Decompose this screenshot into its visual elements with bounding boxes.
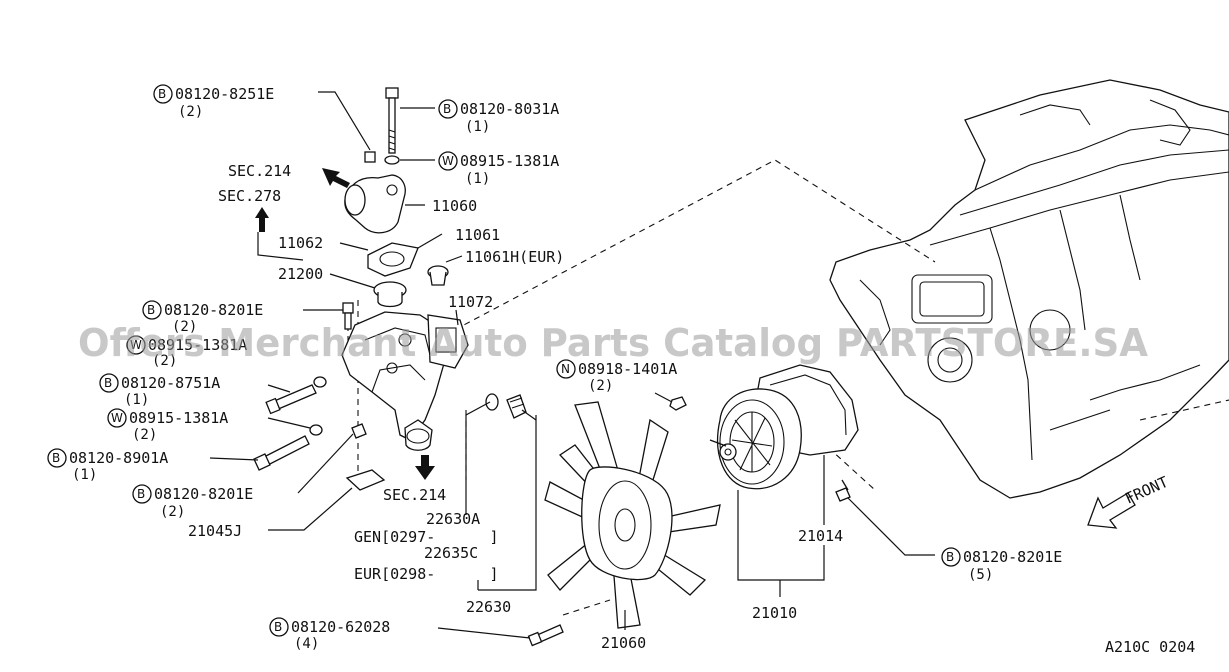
qty-08120-8201E-b: (2) bbox=[160, 504, 185, 520]
label-eur-range: EUR[0298- ] bbox=[354, 565, 499, 583]
callout-08120-8201E-c: 08120-8201E bbox=[963, 548, 1062, 566]
label-gen-range: GEN[0297- ] bbox=[354, 528, 499, 546]
label-sec214-top: SEC.214 bbox=[228, 162, 291, 180]
qty-08120-8201E-a: (2) bbox=[172, 319, 197, 335]
callout-08120-8751A: 08120-8751A bbox=[121, 374, 220, 392]
label-11062: 11062 bbox=[278, 234, 323, 252]
label-11060: 11060 bbox=[432, 197, 477, 215]
prefix-n-1401A: N bbox=[561, 362, 570, 376]
callout-08120-8031A: 08120-8031A bbox=[460, 100, 559, 118]
part-number-labels: SEC.214 SEC.278 11060 11061 11062 11061H… bbox=[188, 162, 1195, 656]
label-21200: 21200 bbox=[278, 265, 323, 283]
engine-block-drawing bbox=[829, 79, 1229, 499]
callout-08915-1381A-top: 08915-1381A bbox=[460, 152, 559, 170]
callout-08120-62028: 08120-62028 bbox=[291, 618, 390, 636]
qty-08120-62028: (4) bbox=[294, 636, 319, 652]
label-sec214-bottom: SEC.214 bbox=[383, 486, 446, 504]
direction-arrows bbox=[255, 168, 1136, 529]
prefix-w-1381A-mid: W bbox=[130, 338, 142, 352]
callout-labels: 08120-8251E (2) 08120-8031A (1) 08915-13… bbox=[69, 85, 1062, 652]
label-sec278: SEC.278 bbox=[218, 187, 281, 205]
label-21014: 21014 bbox=[798, 527, 843, 545]
prefix-b-62028: B bbox=[274, 620, 282, 634]
qty-08915-1381A-top: (1) bbox=[465, 171, 490, 187]
qty-08120-8251E: (2) bbox=[178, 104, 203, 120]
qty-08915-1381A-mid: (2) bbox=[152, 353, 177, 369]
watermark-text: Offers Merchant Auto Parts Catalog PARTS… bbox=[78, 321, 1149, 365]
label-21045J: 21045J bbox=[188, 522, 242, 540]
cooling-fan-drawing bbox=[527, 401, 721, 647]
diagram-code: A210C 0204 bbox=[1105, 638, 1195, 656]
prefix-b-8031A: B bbox=[443, 102, 451, 116]
callout-08915-1381A-mid: 08915-1381A bbox=[148, 336, 247, 354]
leader-lines bbox=[209, 91, 935, 639]
thermostat-housing-parts bbox=[253, 87, 527, 491]
arrow-front bbox=[1087, 492, 1136, 529]
qty-08120-8201E-c: (5) bbox=[968, 567, 993, 583]
label-22635C: 22635C bbox=[424, 544, 478, 562]
callout-08120-8901A: 08120-8901A bbox=[69, 449, 168, 467]
prefix-b-8751A: B bbox=[104, 376, 112, 390]
label-front: FRONT bbox=[1122, 473, 1171, 508]
label-11072: 11072 bbox=[448, 293, 493, 311]
label-21010: 21010 bbox=[752, 604, 797, 622]
circled-prefixes: B B W B W B W B B N B B bbox=[47, 84, 961, 637]
prefix-b-8201E-c: B bbox=[946, 550, 954, 564]
label-22630: 22630 bbox=[466, 598, 511, 616]
label-11061: 11061 bbox=[455, 226, 500, 244]
arrow-sec214-top bbox=[322, 168, 350, 188]
prefix-w-1381A-top: W bbox=[442, 154, 454, 168]
prefix-b-8901A: B bbox=[52, 451, 60, 465]
qty-08918-1401A: (2) bbox=[588, 378, 613, 394]
arrow-sec278 bbox=[255, 207, 269, 232]
prefix-b-8201E-a: B bbox=[147, 303, 155, 317]
callout-08120-8201E-a: 08120-8201E bbox=[164, 301, 263, 319]
prefix-b-8251E: B bbox=[158, 87, 166, 101]
qty-08120-8751A: (1) bbox=[124, 392, 149, 408]
water-pump-drawing bbox=[669, 364, 859, 502]
callout-08918-1401A: 08918-1401A bbox=[578, 360, 677, 378]
arrow-sec214-bottom bbox=[415, 455, 435, 480]
callout-08915-1381A-low: 08915-1381A bbox=[129, 409, 228, 427]
qty-08120-8031A: (1) bbox=[465, 119, 490, 135]
callout-08120-8201E-b: 08120-8201E bbox=[154, 485, 253, 503]
prefix-b-8201E-b: B bbox=[137, 487, 145, 501]
qty-08120-8901A: (1) bbox=[72, 467, 97, 483]
label-21060: 21060 bbox=[601, 634, 646, 652]
prefix-w-1381A-low: W bbox=[111, 411, 123, 425]
callout-08120-8251E: 08120-8251E bbox=[175, 85, 274, 103]
label-11061H: 11061H(EUR) bbox=[465, 248, 564, 266]
label-22630A: 22630A bbox=[426, 510, 480, 528]
qty-08915-1381A-low: (2) bbox=[132, 427, 157, 443]
